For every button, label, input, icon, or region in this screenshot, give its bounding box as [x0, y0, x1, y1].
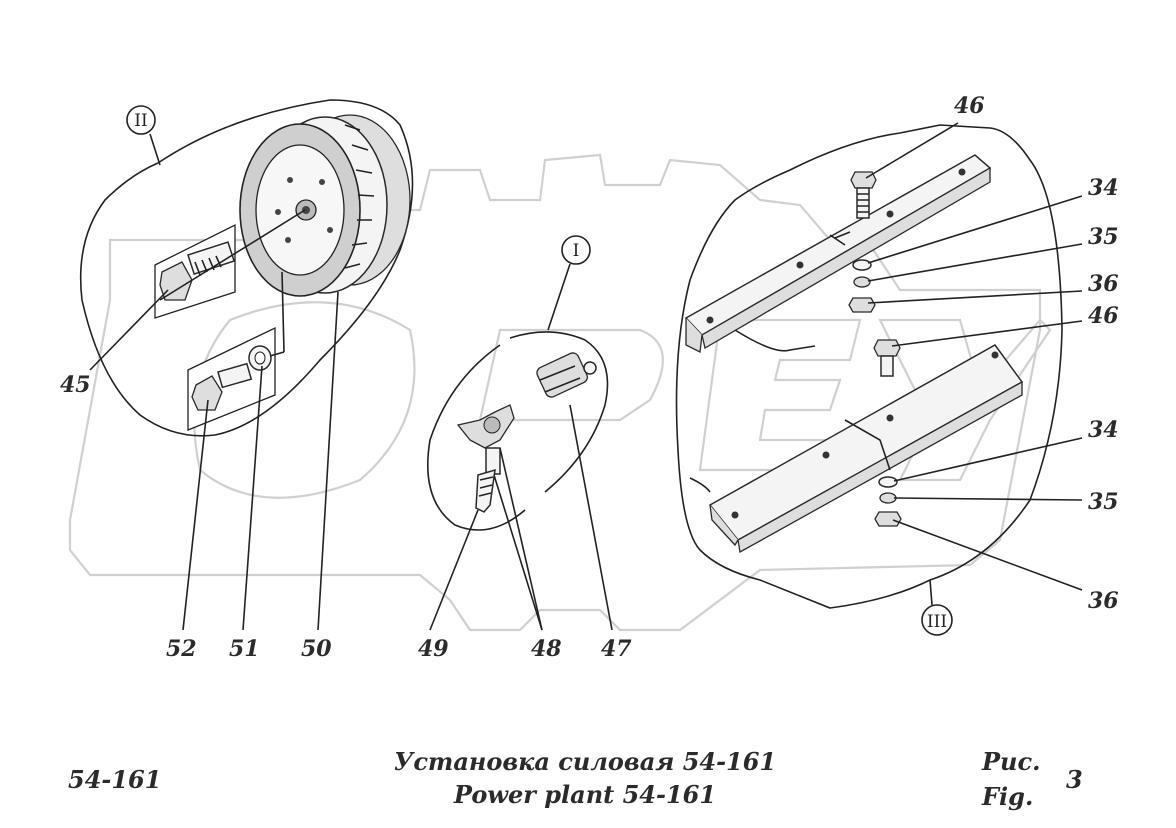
view-ii-label: II: [134, 111, 147, 131]
view-ii-outline: [79, 99, 414, 437]
nut-part-36-upper: [848, 297, 876, 313]
figure-number: 3: [1066, 765, 1083, 794]
view-ii-group: II: [79, 99, 414, 437]
callout-36-lower: 36: [1088, 588, 1119, 614]
callout-51: 51: [229, 636, 260, 662]
bolt-part-45: [154, 223, 236, 319]
bolt-part-46-lower: [873, 339, 901, 377]
washer-part-35-lower: [879, 492, 897, 504]
callout-48: 48: [531, 636, 562, 662]
callout-52: 52: [166, 636, 197, 662]
title-russian: Установка силовая 54-161: [394, 747, 776, 776]
leader-lines: [89, 122, 1083, 631]
figure-label-english: Fig.: [981, 782, 1033, 811]
callout-49: 49: [418, 636, 449, 662]
bolt-part-46-upper: [850, 171, 877, 219]
washer-part-34-upper: [852, 259, 872, 271]
drawing-code: 54-161: [68, 765, 161, 794]
tee-part-48: [456, 404, 515, 475]
pulley-part-50: [239, 114, 411, 297]
washer-part-51: [248, 345, 272, 371]
view-iii-label: III: [927, 612, 947, 632]
bracket-lower: [708, 344, 1024, 554]
callout-labels: 45 46 34 35 36 46 34 35 36 52 51 50 49 4…: [60, 93, 1119, 662]
view-i-outline: [427, 331, 609, 531]
watermark-logo: [68, 153, 1052, 632]
bracket-upper: [684, 154, 992, 353]
view-i-group: I: [427, 235, 609, 531]
callout-50: 50: [301, 636, 332, 662]
fitting-part-47: [536, 352, 597, 398]
stud-part-49: [475, 468, 496, 513]
callout-34-lower: 34: [1088, 417, 1119, 443]
view-i-marker: [561, 235, 591, 265]
view-iii-marker: [921, 604, 953, 636]
figure-label-russian: Рис.: [981, 747, 1040, 776]
view-i-label: I: [573, 241, 580, 261]
callout-47: 47: [601, 636, 632, 662]
washer-part-34-lower: [878, 476, 898, 488]
view-iii-group: III: [675, 124, 1063, 636]
view-ii-marker: [126, 105, 156, 135]
callout-46-lower: 46: [1088, 303, 1119, 329]
view-iii-outline: [675, 124, 1063, 609]
callout-46-upper: 46: [954, 93, 985, 119]
callout-36-upper: 36: [1088, 271, 1119, 297]
nut-part-36-lower: [874, 511, 902, 527]
callout-35-lower: 35: [1088, 489, 1119, 515]
washer-part-35-upper: [853, 276, 871, 288]
title-english: Power plant 54-161: [453, 780, 716, 809]
callout-45: 45: [60, 372, 91, 398]
title-block: 54-161 Установка силовая 54-161 Power pl…: [68, 747, 1083, 811]
callout-34-upper: 34: [1088, 175, 1119, 201]
callout-35-upper: 35: [1088, 224, 1119, 250]
